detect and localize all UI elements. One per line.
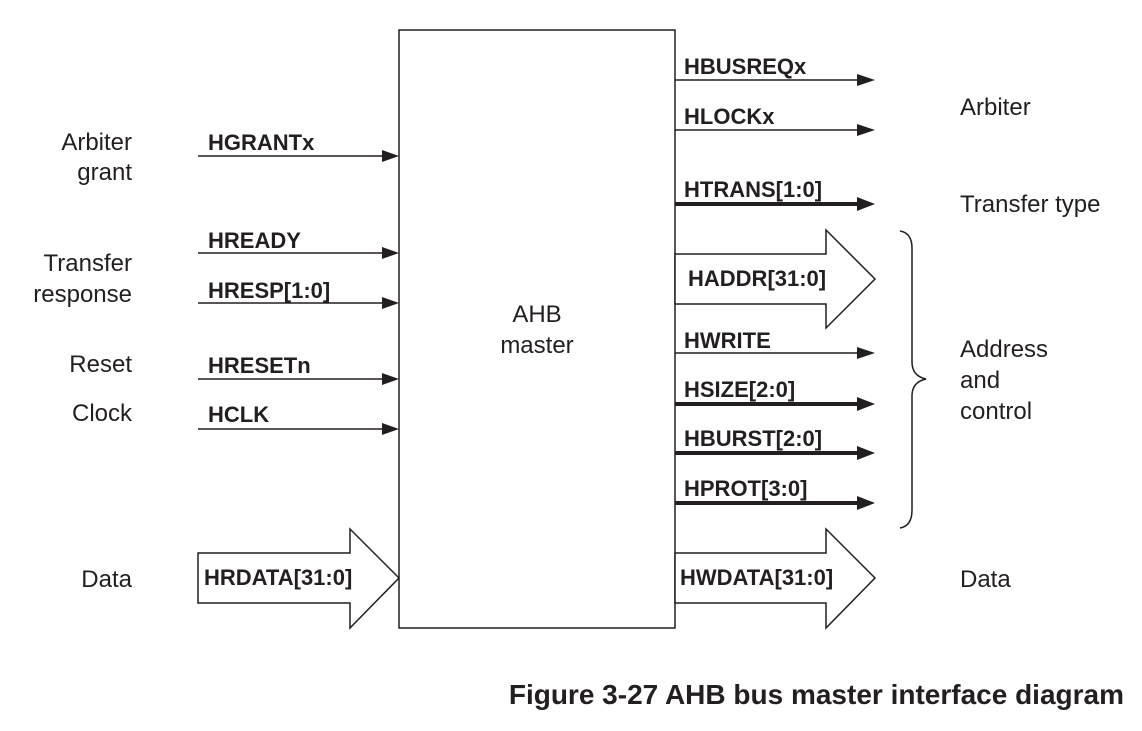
htrans-label: HTRANS[1:0] [684, 177, 822, 202]
hwdata-label: HWDATA[31:0] [680, 565, 833, 590]
hgrantx-arrow [198, 150, 399, 162]
hsize-label: HSIZE[2:0] [684, 377, 795, 402]
hready-arrow [198, 247, 399, 259]
hresetn-arrow [198, 373, 399, 385]
hgrantx-label: HGRANTx [208, 130, 315, 155]
hwrite-label: HWRITE [684, 328, 771, 353]
clock-label: Clock [72, 400, 133, 427]
transfer-type-label: Transfer type [960, 191, 1101, 218]
arbiter-grant-label-line1: Arbiter [61, 129, 132, 156]
hbusreqx-label: HBUSREQx [684, 54, 807, 79]
left-data-label: Data [81, 566, 132, 593]
address-control-brace [899, 230, 927, 529]
address-control-label-line3: control [960, 398, 1032, 425]
ahb-master-block [398, 29, 676, 629]
figure-caption: Figure 3-27 AHB bus master interface dia… [509, 679, 1124, 710]
hresp-label: HRESP[1:0] [208, 278, 330, 303]
arbiter-grant-label-line2: grant [77, 159, 132, 186]
transfer-response-label-line1: Transfer [44, 250, 132, 277]
hrdata-bus-arrow [197, 527, 401, 630]
right-data-label: Data [960, 566, 1011, 593]
hresetn-label: HRESETn [208, 353, 311, 378]
hresp-arrow [198, 297, 399, 309]
reset-label: Reset [69, 351, 132, 378]
arbiter-label: Arbiter [960, 94, 1031, 121]
address-control-label-line2: and [960, 367, 1000, 394]
hclk-arrow [198, 423, 399, 435]
hwrite-arrow [675, 347, 875, 359]
block-title-line2: master [500, 332, 573, 359]
hlockx-arrow [675, 124, 875, 136]
block-title-line1: AHB [512, 301, 561, 328]
hlockx-label: HLOCKx [684, 104, 775, 129]
transfer-response-label-line2: response [33, 281, 132, 308]
hburst-arrow [675, 446, 875, 460]
hclk-label: HCLK [208, 402, 269, 427]
hready-label: HREADY [208, 228, 301, 253]
hwdata-bus-arrow [674, 527, 877, 630]
hprot-arrow [675, 496, 875, 510]
hburst-label: HBURST[2:0] [684, 426, 822, 451]
hbusreqx-arrow [675, 74, 875, 86]
hsize-arrow [675, 397, 875, 411]
htrans-arrow [675, 197, 875, 211]
haddr-label: HADDR[31:0] [688, 266, 826, 291]
hrdata-label: HRDATA[31:0] [204, 565, 352, 590]
haddr-bus-arrow [674, 228, 877, 330]
address-control-label-line1: Address [960, 336, 1048, 363]
hprot-label: HPROT[3:0] [684, 476, 807, 501]
